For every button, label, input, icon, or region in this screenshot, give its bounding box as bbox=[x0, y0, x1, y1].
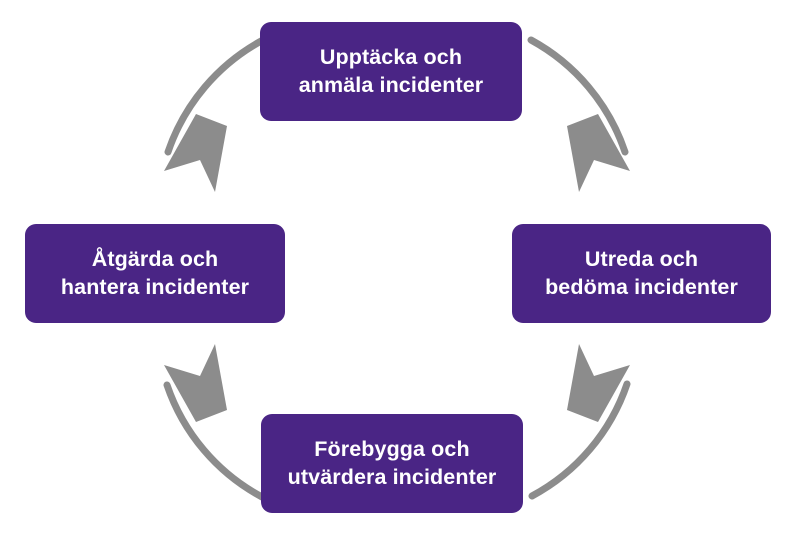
cycle-node-left-label: Åtgärda och hantera incidenter bbox=[60, 246, 250, 299]
cycle-node-right[interactable]: Utreda och bedöma incidenter bbox=[512, 224, 771, 323]
arc-arrow-bottom-right bbox=[528, 344, 631, 500]
cycle-node-bottom[interactable]: Förebygga och utvärdera incidenter bbox=[261, 414, 523, 513]
cycle-node-left[interactable]: Åtgärda och hantera incidenter bbox=[25, 224, 285, 323]
cycle-node-right-label: Utreda och bedöma incidenter bbox=[545, 246, 738, 299]
arc-arrow-top-right bbox=[527, 36, 630, 192]
cycle-node-top-label: Upptäcka och anmäla incidenter bbox=[298, 44, 484, 97]
cycle-node-top[interactable]: Upptäcka och anmäla incidenter bbox=[260, 22, 522, 121]
arc-arrow-top-left bbox=[164, 36, 267, 192]
arc-arrow-bottom-left bbox=[163, 344, 266, 501]
cycle-node-bottom-label: Förebygga och utvärdera incidenter bbox=[287, 436, 497, 489]
